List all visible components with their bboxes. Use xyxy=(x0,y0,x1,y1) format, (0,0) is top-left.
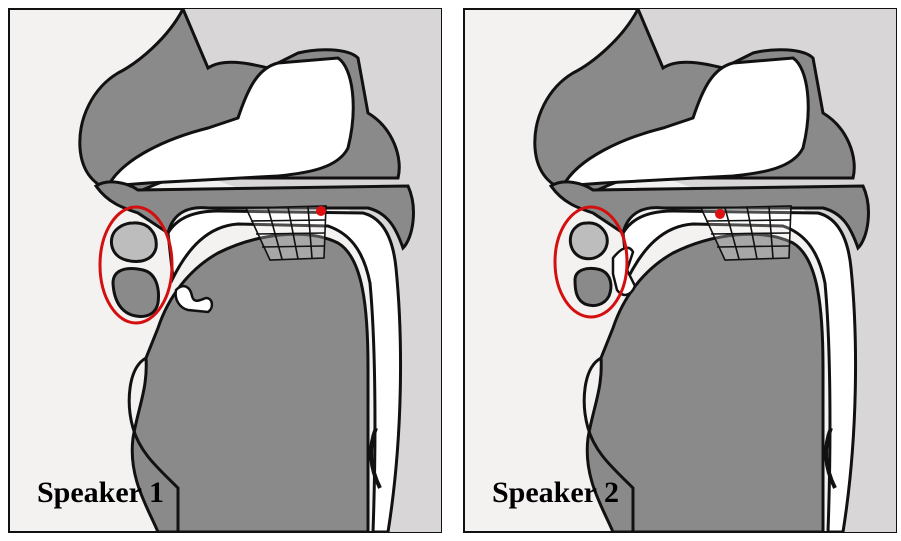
speaker-2-panel: Speaker 2 xyxy=(463,8,897,533)
speaker-1-panel: Speaker 1 xyxy=(8,8,442,533)
tongue-target-dot xyxy=(316,206,326,216)
upper-lip xyxy=(111,223,156,262)
speaker-1-vocal-tract-diagram xyxy=(8,8,442,533)
speaker-label: Speaker 1 xyxy=(37,478,164,508)
upper-lip xyxy=(570,223,607,259)
speaker-2-vocal-tract-diagram xyxy=(463,8,897,533)
lower-lip xyxy=(575,268,611,305)
speaker-label: Speaker 2 xyxy=(492,478,619,508)
tongue-target-dot xyxy=(715,209,725,219)
